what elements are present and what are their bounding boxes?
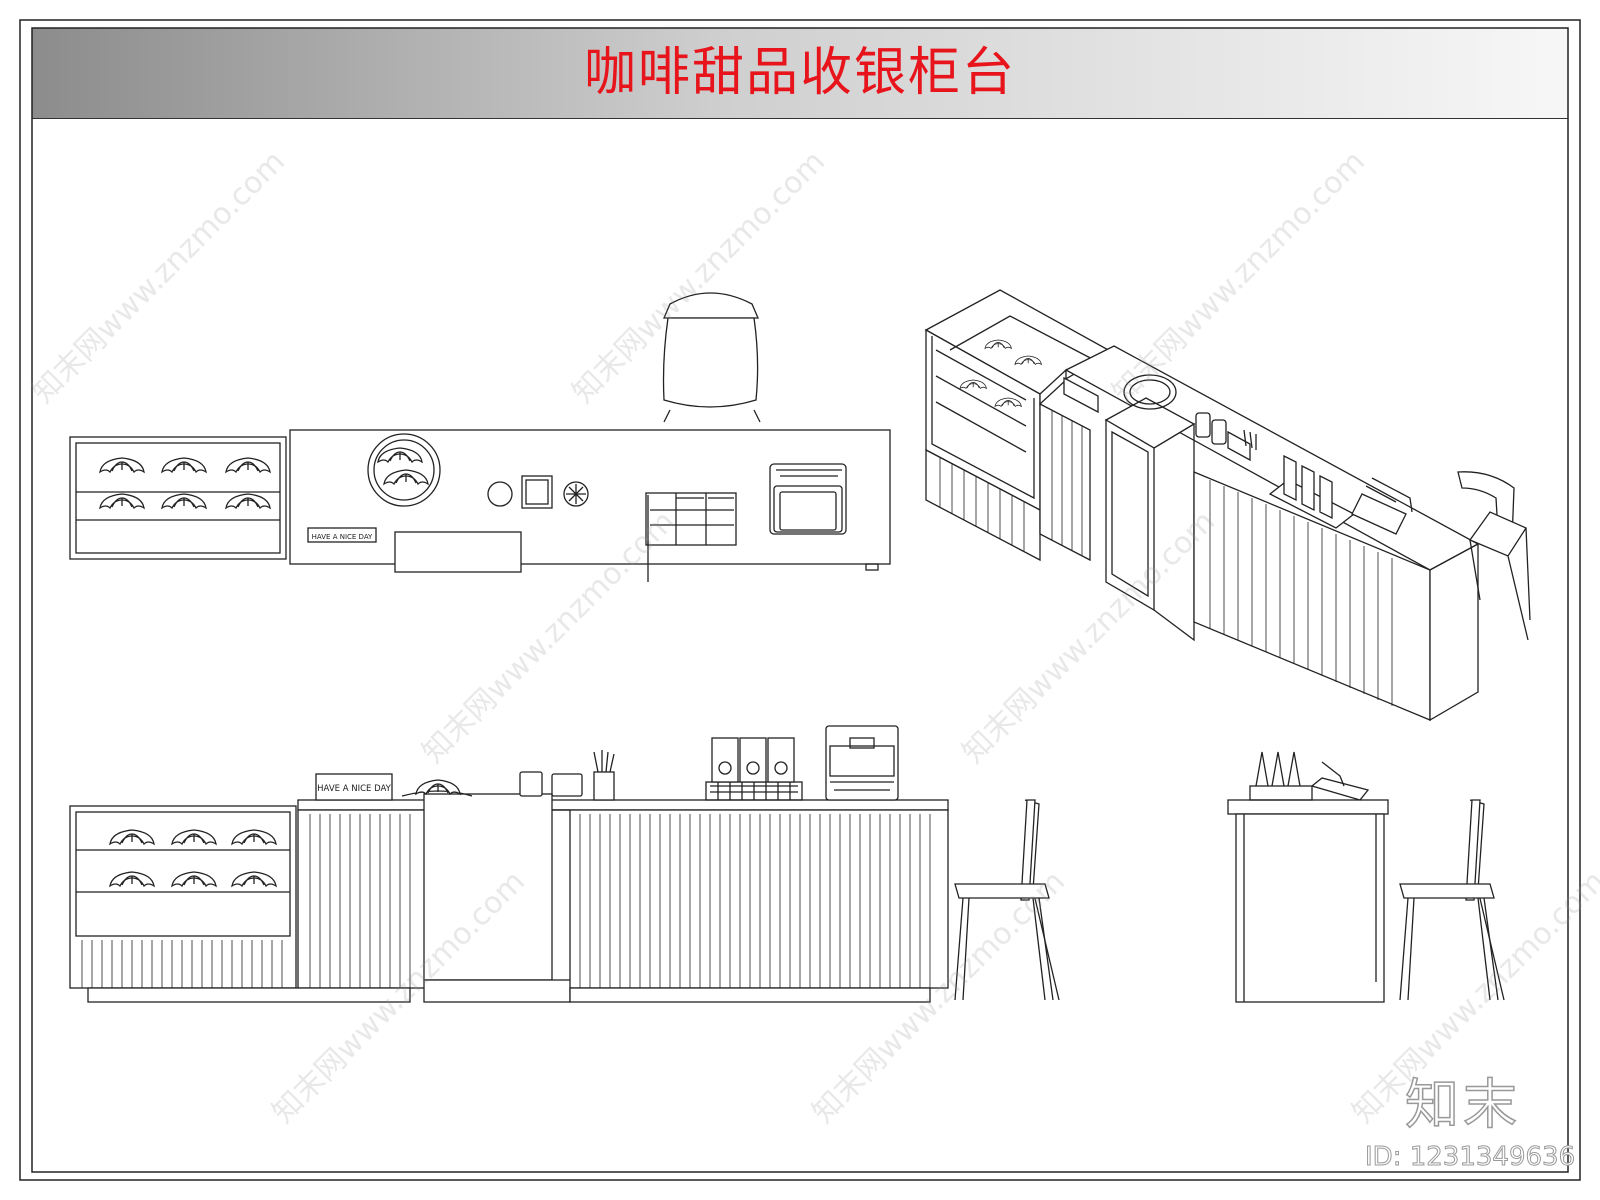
plan-chair bbox=[662, 292, 761, 423]
side-elevation bbox=[1227, 751, 1505, 1003]
brand-logo: 知末 bbox=[1404, 1072, 1521, 1137]
svg-text:HAVE A NICE DAY: HAVE A NICE DAY bbox=[312, 533, 373, 541]
outer-frame bbox=[19, 19, 1581, 1181]
image-id-label: ID: 1231349636 bbox=[1364, 1142, 1576, 1173]
inner-frame bbox=[31, 27, 1569, 1173]
plan-sign bbox=[307, 527, 377, 543]
title-band bbox=[32, 28, 1568, 119]
plan-tray bbox=[367, 433, 441, 507]
svg-text:HAVE A NICE DAY: HAVE A NICE DAY bbox=[317, 784, 391, 794]
plan-view: HAVE A NICE DAY bbox=[69, 292, 891, 582]
page-title: 咖啡甜品收银柜台 bbox=[583, 43, 1016, 103]
front-sign bbox=[315, 773, 393, 801]
iso-view bbox=[924, 289, 1531, 722]
front-elevation: HAVE A NICE DAY bbox=[69, 725, 1060, 1003]
